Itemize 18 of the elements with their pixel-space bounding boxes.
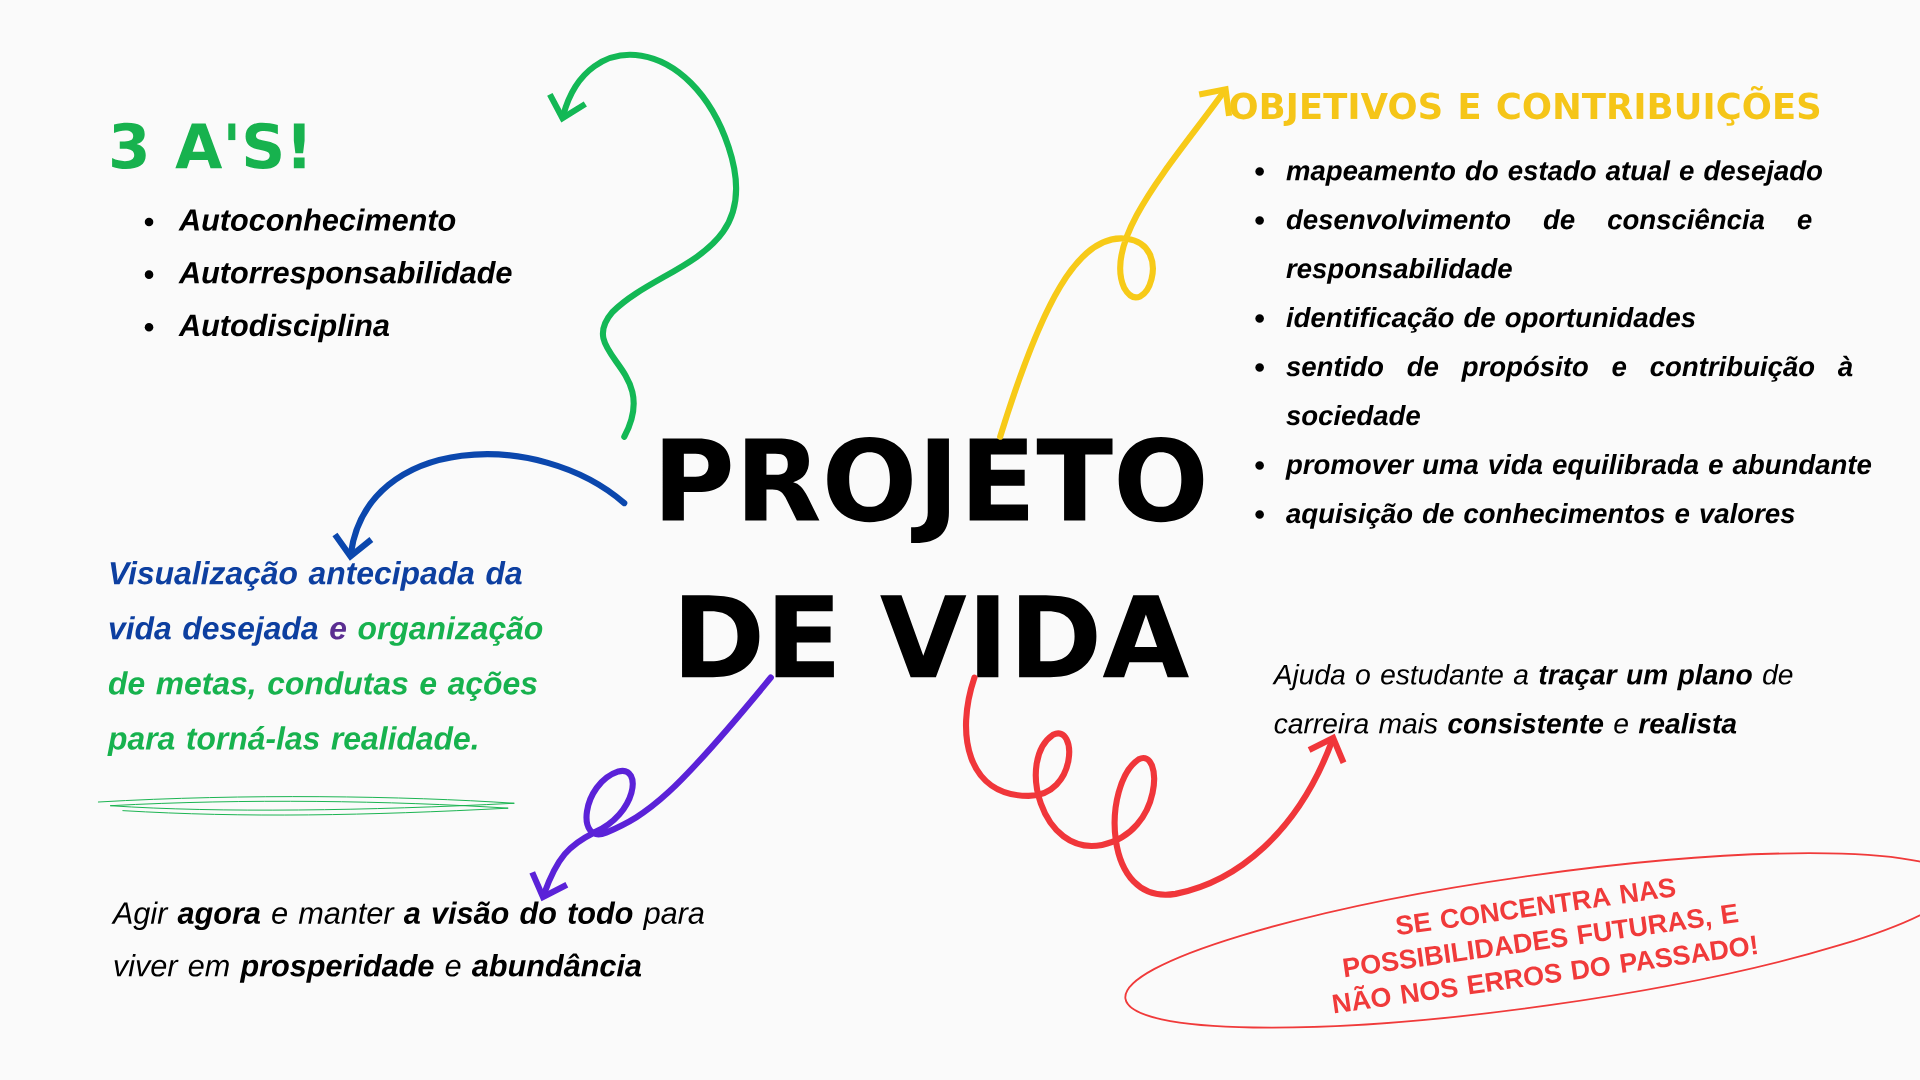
curved-arrow [332,451,628,561]
curved-arrow [997,85,1233,440]
heading: OBJETIVOS E CONTRIBUIÇÕES [1230,85,1820,126]
list-item: identificação de oportunidades [1255,307,1696,333]
list-item: Autorresponsabilidade [144,261,512,290]
curved-arrow [529,674,774,902]
curved-arrow [547,52,740,440]
paragraph: Agir agora e manter a visão do todo para viver em prosperidade e abundância [111,901,704,983]
list-item: mapeamento do estado atual e desejado [1255,160,1822,186]
curved-arrow [963,674,1347,898]
list-item: Autoconhecimento [144,208,456,231]
list-item: promover uma vida equilibrada e abundante [1255,454,1872,480]
paragraph: Visualização antecipada da vida desejada e organização de metas, condutas e ações para torná-las realidade. [107,561,543,757]
list-item: Autodisciplina [144,313,390,343]
paragraph: Ajuda o estudante a traçar um plano de carreira mais consistente e realista [1272,663,1793,734]
heading: 3 A'S! [112,122,305,169]
list-item: aquisição de conhecimentos e valores [1255,503,1795,529]
title-text: PROJETO DE VIDA [662,436,1204,678]
